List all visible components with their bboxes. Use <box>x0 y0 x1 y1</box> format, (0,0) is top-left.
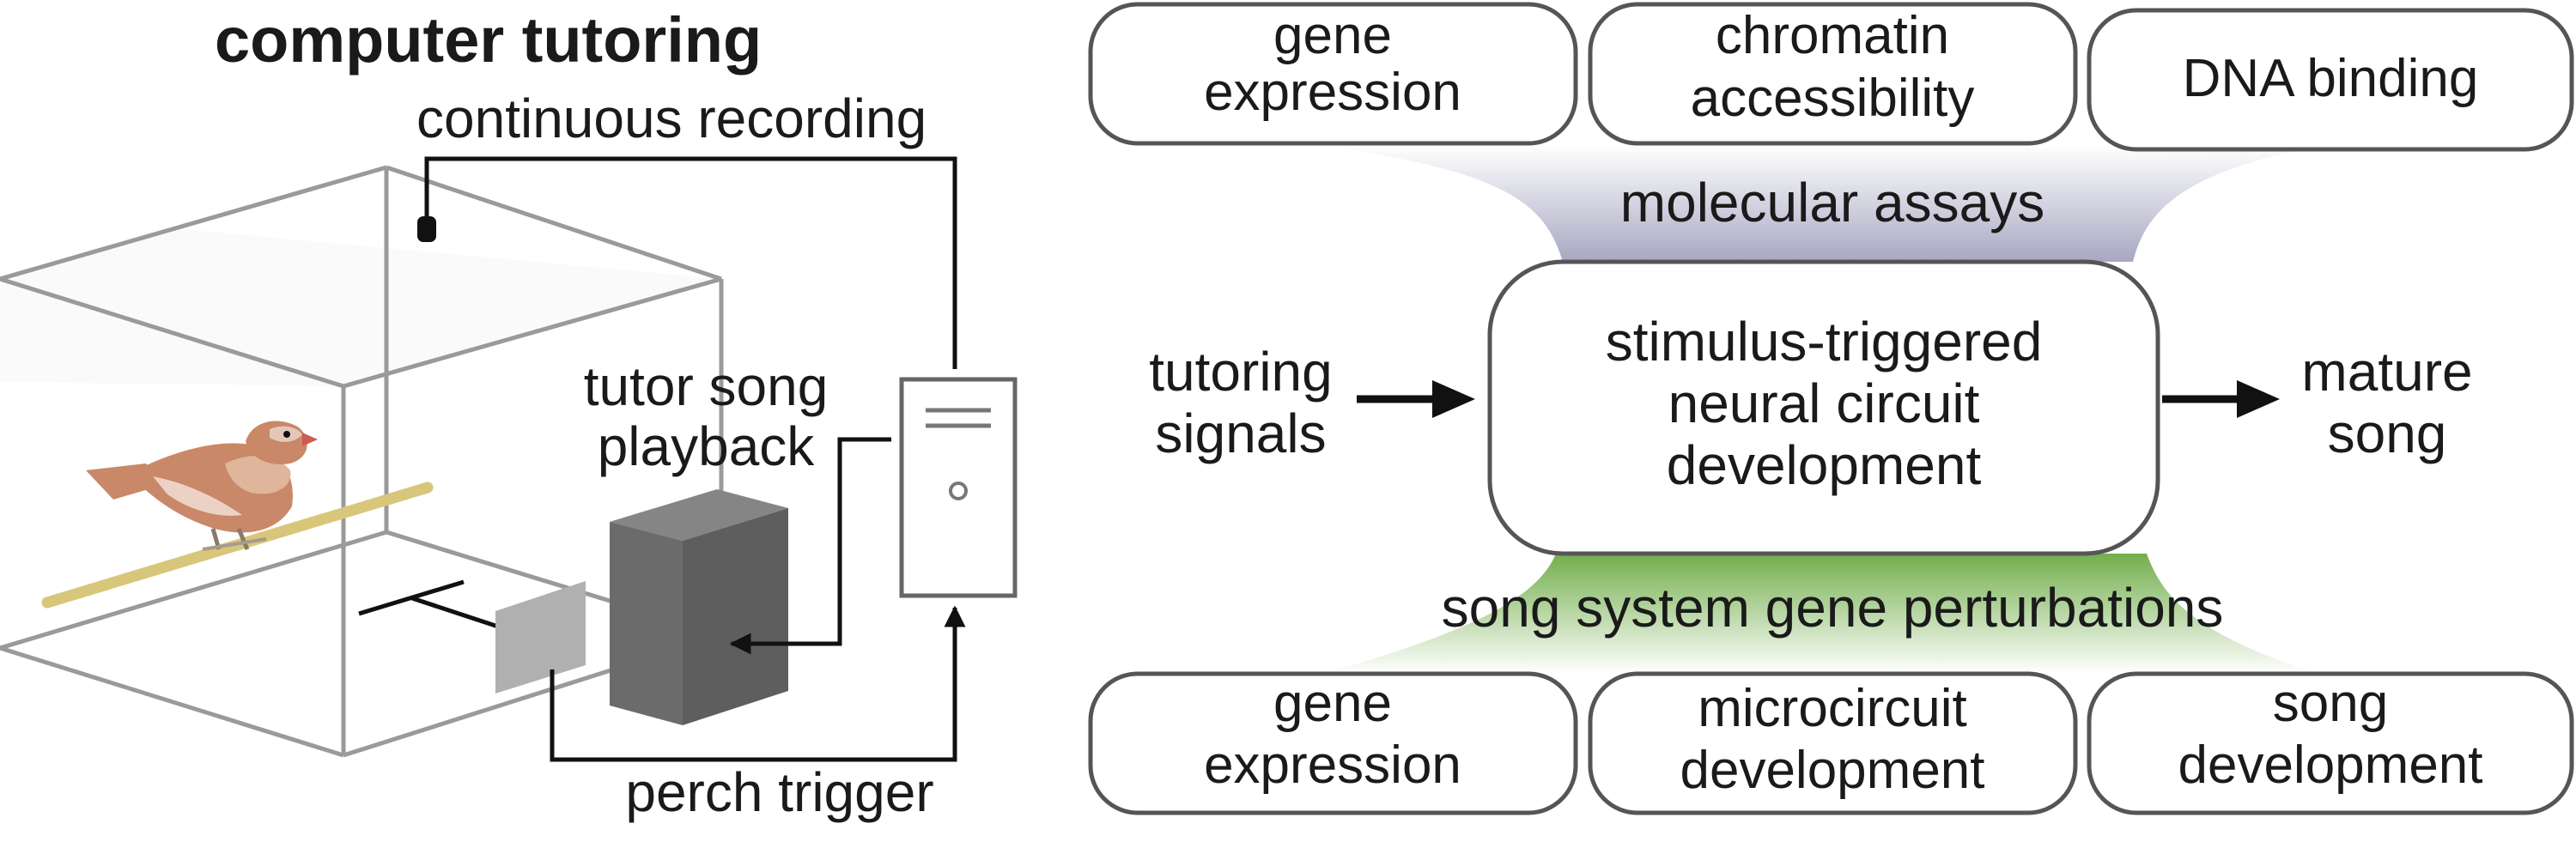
recording-wire <box>424 156 957 369</box>
svg-text:DNA binding: DNA binding <box>2183 49 2479 108</box>
input-label-line1: tutoring <box>1149 341 1332 403</box>
continuous-recording-label: continuous recording <box>416 88 927 149</box>
svg-text:expression: expression <box>1204 736 1461 795</box>
svg-text:expression: expression <box>1204 63 1461 122</box>
assay-box-chromatin-accessibility: chromatin accessibility <box>1588 2 2078 146</box>
assay-box-dna-binding: DNA binding <box>2087 8 2574 152</box>
center-box: stimulus-triggered neural circuit develo… <box>1487 259 2160 556</box>
trigger-sensor <box>495 581 586 693</box>
computer-icon <box>899 377 1018 598</box>
molecular-assays-label: molecular assays <box>1620 172 2044 233</box>
perturbations-fan <box>1322 554 2318 674</box>
input-label-line2: signals <box>1155 403 1326 464</box>
svg-text:development: development <box>1667 434 1982 496</box>
svg-text:gene: gene <box>1273 6 1392 65</box>
output-label-line2: song <box>2328 403 2447 464</box>
speaker-icon <box>610 489 788 725</box>
playback-wire <box>729 437 891 655</box>
svg-text:gene: gene <box>1273 674 1392 733</box>
molecular-assays-fan <box>1322 146 2318 262</box>
tutor-song-label-line1: tutor song <box>584 355 829 417</box>
tutor-song-label-line2: playback <box>598 415 816 477</box>
perturbation-box-microcircuit-development: microcircuit development <box>1588 671 2078 815</box>
output-label-line1: mature <box>2301 341 2472 403</box>
bird-icon <box>86 421 318 551</box>
input-arrow <box>1357 380 1475 418</box>
perch-trigger-lever <box>358 579 499 629</box>
svg-text:development: development <box>1680 741 1984 800</box>
trigger-wire <box>550 605 966 762</box>
svg-text:accessibility: accessibility <box>1691 69 1975 128</box>
svg-text:song: song <box>2273 674 2388 733</box>
svg-text:development: development <box>2178 736 2482 795</box>
output-arrow <box>2162 380 2280 418</box>
assay-box-gene-expression: gene expression <box>1088 2 1578 146</box>
svg-text:stimulus-triggered: stimulus-triggered <box>1606 311 2043 372</box>
perch-trigger-label: perch trigger <box>625 761 933 823</box>
panel-title: computer tutoring <box>215 4 762 76</box>
svg-text:microcircuit: microcircuit <box>1698 679 1966 738</box>
perturbation-box-song-development: song development <box>2087 671 2574 815</box>
perturbation-box-gene-expression: gene expression <box>1088 671 1578 815</box>
perturbations-label: song system gene perturbations <box>1442 577 2224 639</box>
microphone-icon <box>417 216 436 242</box>
svg-text:neural circuit: neural circuit <box>1668 372 1980 434</box>
svg-text:chromatin: chromatin <box>1716 6 1949 65</box>
